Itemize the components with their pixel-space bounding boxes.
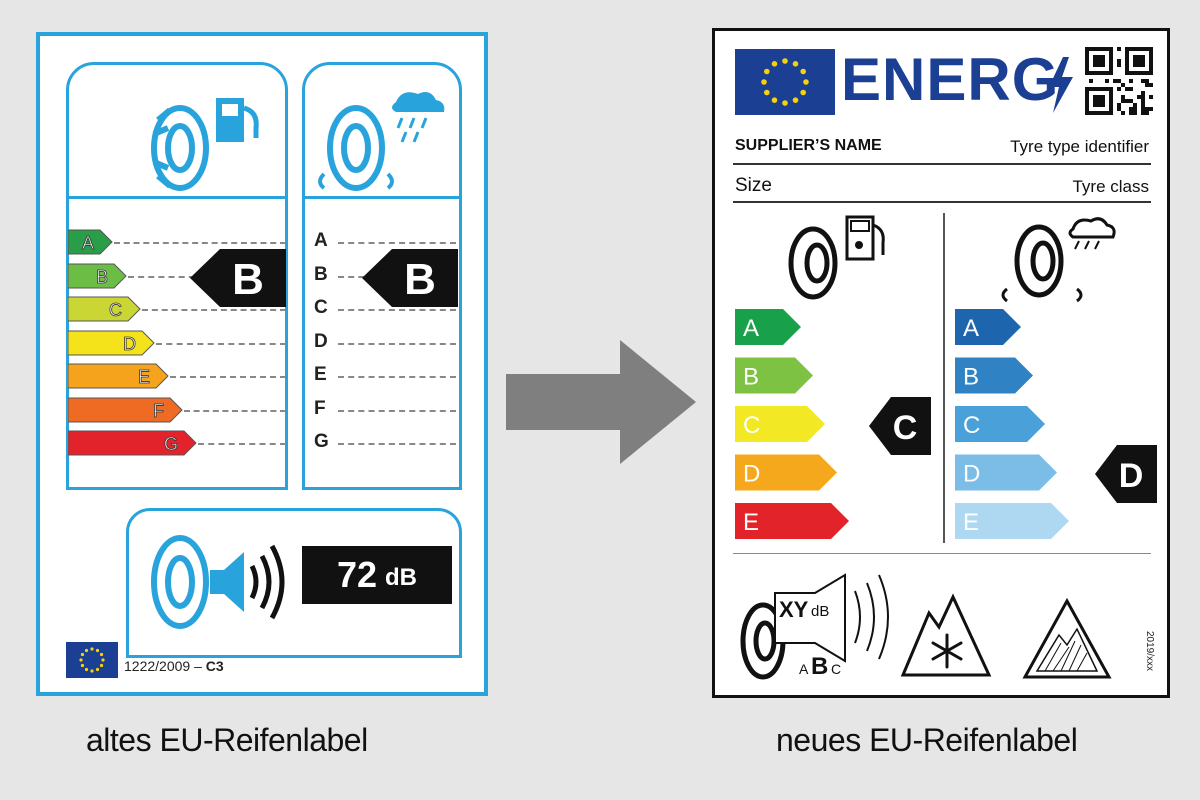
new-wet-bar-a: A (955, 309, 1021, 345)
new-wet-rating-letter: D (1119, 457, 1144, 495)
new-wet-rating-arrow: D (1095, 445, 1157, 503)
transition-arrow (506, 340, 696, 464)
new-regulation: 2019/xxx (1144, 631, 1155, 672)
new-wet-bar-letter: B (963, 364, 979, 391)
new-wet-bar-letter: C (963, 412, 980, 439)
old-noise-value: 72 (336, 554, 378, 595)
tyre-class-label: Tyre class (1072, 177, 1149, 196)
old-tyre-class: C3 (205, 658, 224, 674)
old-noise-value-box: 72 dB (302, 546, 452, 604)
new-fuel-rating-letter: C (893, 409, 918, 447)
qr-code-icon (1085, 47, 1153, 115)
fuel-tyre-icon (788, 215, 885, 300)
new-wet-bar-e: E (955, 503, 1069, 539)
new-label-caption: neues EU-Reifenlabel (776, 722, 1078, 758)
old-wet-dash (338, 376, 456, 378)
old-fuel-rating-letter: B (232, 255, 264, 304)
old-fuel-rating-arrow: B (190, 249, 286, 307)
new-wet-bar-letter: D (963, 461, 980, 488)
old-wet-dash (338, 443, 456, 445)
old-fuel-dash (156, 342, 286, 345)
old-fuel-bar-letter: C (109, 300, 122, 320)
old-fuel-bar-e: E (68, 363, 169, 389)
noise-tyre-icon (151, 535, 285, 629)
new-wet-bar-b: B (955, 357, 1033, 394)
old-fuel-bar-f: F (68, 397, 183, 422)
fuel-tyre-icon (151, 98, 259, 191)
new-fuel-bar-d: D (735, 454, 837, 491)
old-fuel-bar-letter: F (153, 401, 164, 421)
old-fuel-dash (184, 409, 286, 412)
old-wet-class-letter: A (314, 230, 328, 251)
new-fuel-bar-letter: A (743, 315, 759, 342)
old-fuel-bar-g: G (68, 430, 197, 456)
old-wet-dash (338, 309, 456, 311)
supplier-name: SUPPLIER’S NAME (735, 137, 882, 154)
tyre-type-identifier: Tyre type identifier (1010, 137, 1149, 156)
old-fuel-bar-letter: A (82, 233, 94, 253)
energy-title: ENERG (841, 46, 1060, 113)
old-wet-dash (338, 342, 456, 345)
old-wet-class-letter: C (314, 297, 328, 318)
old-fuel-bar-letter: B (96, 267, 108, 287)
old-fuel-bar-b: B (68, 263, 127, 288)
old-fuel-bar-letter: D (123, 334, 136, 354)
old-fuel-dash (170, 376, 286, 378)
new-wet-bar-letter: A (963, 315, 979, 342)
size-label: Size (735, 175, 772, 196)
old-regulation: 1222/2009 – (124, 658, 202, 674)
new-fuel-bar-letter: D (743, 461, 760, 488)
old-wet-dash (338, 242, 456, 244)
lightning-icon (1049, 57, 1073, 113)
new-fuel-bar-a: A (735, 309, 801, 345)
old-regulation-line: 1222/2009 – C3 (124, 658, 224, 674)
old-fuel-bar-letter: E (138, 367, 150, 387)
eu-flag-icon (735, 49, 835, 115)
wet-grip-tyre-icon (1001, 217, 1116, 303)
new-wet-bar-c: C (955, 406, 1045, 442)
new-wet-bar-letter: E (963, 509, 979, 536)
new-fuel-bar-e: E (735, 503, 849, 539)
new-fuel-bar-letter: E (743, 509, 759, 536)
noise-unit: dB (811, 603, 830, 620)
old-wet-rating-letter: B (404, 255, 436, 304)
old-wet-class-letter: F (314, 397, 326, 419)
noise-class-b: B (811, 653, 829, 680)
new-fuel-bar-b: B (735, 357, 813, 394)
old-wet-class-letter: D (314, 330, 328, 352)
old-wet-rating-arrow: B (362, 249, 458, 307)
new-fuel-bar-letter: C (743, 412, 760, 439)
new-fuel-bar-letter: B (743, 364, 759, 391)
old-fuel-bar-d: D (68, 330, 155, 355)
ice-mountain-icon (1022, 597, 1112, 679)
new-tyre-label: ENERG SUPPLIER’S NAME Tyre type identifi… (712, 28, 1170, 698)
old-wet-dash (338, 409, 456, 412)
new-wet-bar-d: D (955, 454, 1057, 491)
old-fuel-dash (142, 309, 286, 311)
noise-tyre-icon (740, 573, 889, 680)
old-label-caption: altes EU-Reifenlabel (86, 722, 368, 758)
old-wet-class-letter: B (314, 263, 328, 285)
old-fuel-bar-letter: G (164, 434, 178, 454)
noise-xy: XY (779, 597, 809, 622)
new-fuel-rating-arrow: C (869, 397, 931, 455)
noise-class-c: C (831, 661, 842, 677)
old-fuel-dash (198, 443, 286, 445)
old-fuel-dash (114, 242, 286, 244)
noise-class-a: A (799, 661, 809, 677)
eu-flag-icon (66, 642, 118, 678)
old-fuel-bar-c: C (68, 296, 141, 322)
regulation-number-wrap: 2019/xxx (1143, 631, 1157, 691)
wet-grip-tyre-icon (318, 92, 445, 191)
old-noise-unit: dB (385, 564, 418, 591)
new-fuel-bar-c: C (735, 406, 825, 442)
old-fuel-bar-a: A (68, 229, 113, 255)
old-wet-class-letter: G (314, 431, 329, 452)
old-wet-class-letter: E (314, 364, 327, 385)
snow-mountain-icon (900, 593, 992, 677)
